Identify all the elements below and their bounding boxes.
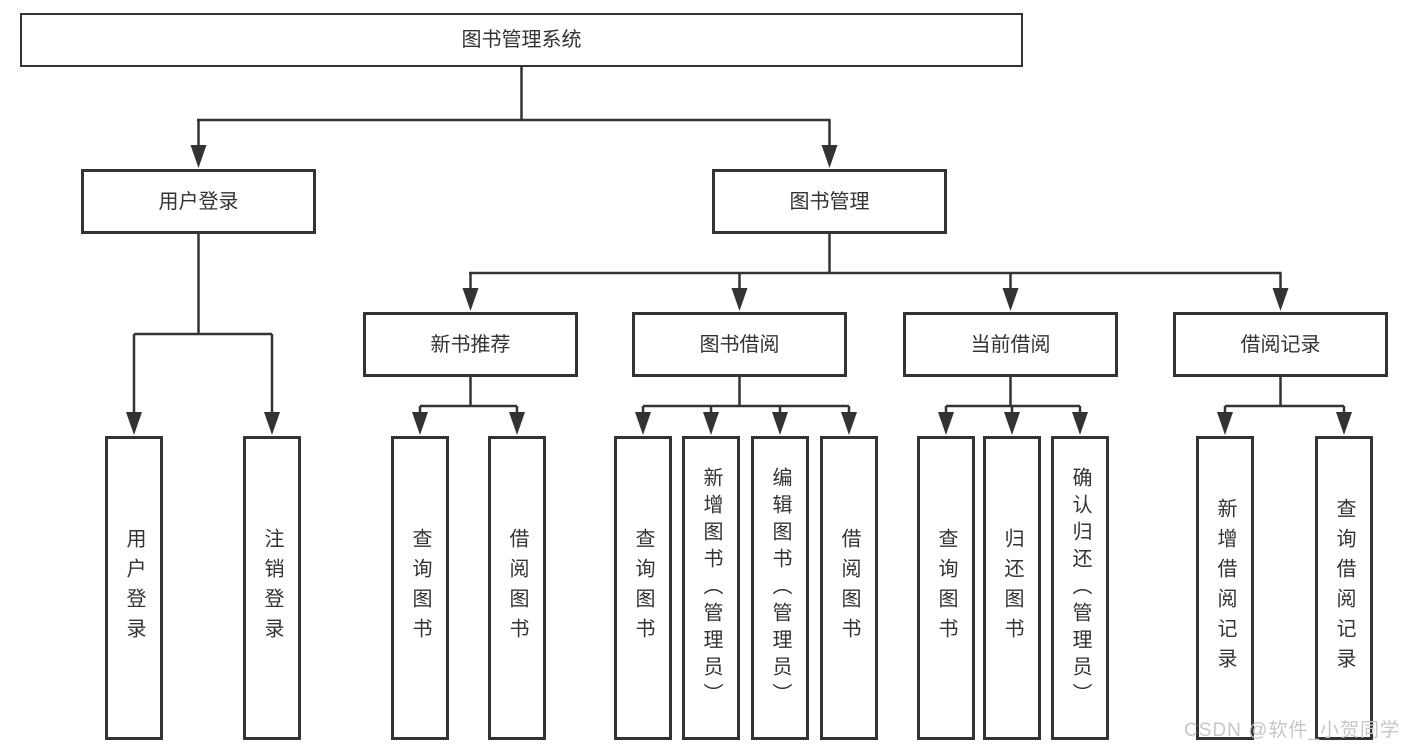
leaf-label: 借阅图书 (838, 528, 860, 648)
leaf-newbook-borrow-books: 借阅图书 (488, 436, 546, 740)
leaf-newbook-query-books: 查询图书 (391, 436, 449, 740)
node-label: 图书管理 (789, 190, 870, 213)
leaf-label: 归还图书 (1001, 528, 1023, 648)
leaf-label: 注销登录 (261, 528, 283, 648)
leaf-borrow-borrow-books: 借阅图书 (820, 436, 878, 740)
leaf-current-confirm-return-admin: 确认归还（管理员） (1051, 436, 1109, 740)
leaf-records-add-record: 新增借阅记录 (1196, 436, 1254, 740)
node-label: 用户登录 (158, 190, 239, 213)
leaf-current-query-books: 查询图书 (917, 436, 975, 740)
leaf-label: 借阅图书 (506, 528, 528, 648)
leaf-logout: 注销登录 (243, 436, 301, 740)
leaf-label: 新增图书（管理员） (700, 466, 722, 710)
node-label: 图书管理系统 (461, 29, 582, 51)
leaf-borrow-edit-books-admin: 编辑图书（管理员） (751, 436, 809, 740)
node-current-borrow: 当前借阅 (903, 312, 1118, 377)
node-library-management-system: 图书管理系统 (20, 13, 1023, 67)
leaf-label: 编辑图书（管理员） (769, 466, 791, 710)
node-borrow-records: 借阅记录 (1173, 312, 1388, 377)
node-new-book-recommend: 新书推荐 (363, 312, 578, 377)
leaf-records-query-record: 查询借阅记录 (1315, 436, 1373, 740)
leaf-label: 用户登录 (123, 528, 145, 648)
leaf-borrow-query-books: 查询图书 (614, 436, 672, 740)
leaf-user-login: 用户登录 (105, 436, 163, 740)
csdn-watermark: CSDN @软件_小贺同学 (1184, 720, 1400, 741)
leaf-label: 查询图书 (409, 528, 431, 648)
node-label: 当前借阅 (970, 333, 1051, 356)
leaf-current-return-books: 归还图书 (983, 436, 1041, 740)
node-user-login: 用户登录 (81, 169, 316, 234)
leaf-label: 查询借阅记录 (1333, 498, 1355, 678)
node-label: 新书推荐 (430, 333, 511, 356)
node-book-management: 图书管理 (712, 169, 947, 234)
leaf-label: 新增借阅记录 (1214, 498, 1236, 678)
leaf-label: 查询图书 (935, 528, 957, 648)
leaf-label: 确认归还（管理员） (1069, 466, 1091, 710)
node-label: 图书借阅 (699, 333, 780, 356)
leaf-label: 查询图书 (632, 528, 654, 648)
node-label: 借阅记录 (1240, 333, 1321, 356)
node-book-borrow: 图书借阅 (632, 312, 847, 377)
arrowheads (126, 145, 1352, 435)
leaf-borrow-add-books-admin: 新增图书（管理员） (682, 436, 740, 740)
